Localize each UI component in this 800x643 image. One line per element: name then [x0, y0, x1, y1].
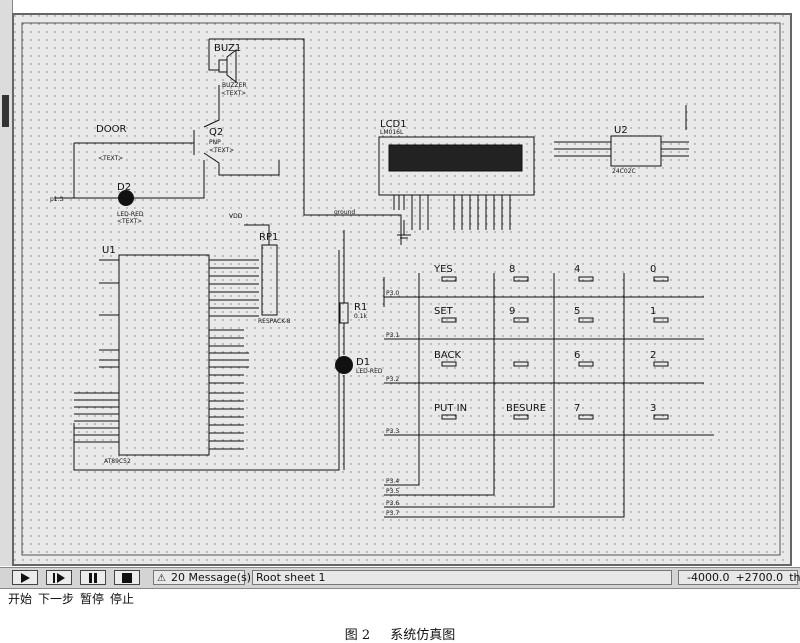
- control-captions: 开始下一步暂停停止: [8, 590, 140, 607]
- svg-text:P3.3: P3.3: [386, 428, 399, 435]
- figure-caption: 图 2 系统仿真图: [0, 624, 800, 643]
- svg-text:<TEXT>: <TEXT>: [98, 155, 123, 162]
- svg-text:P3.7: P3.7: [386, 510, 399, 517]
- u1-body: [118, 254, 210, 456]
- lcd-body: [378, 136, 535, 196]
- label-u2: U2: [614, 125, 628, 136]
- sheet-name: Root sheet 1: [252, 570, 672, 585]
- svg-text:<TEXT>: <TEXT>: [221, 90, 246, 97]
- key-label-yes: YES: [433, 264, 453, 275]
- step-icon: [53, 573, 65, 583]
- key-label-put-in: PUT IN: [434, 403, 467, 414]
- svg-text:5: 5: [574, 306, 580, 317]
- stop-button[interactable]: [114, 570, 140, 585]
- label-lcd1: LCD1: [380, 119, 407, 130]
- svg-text:P3.1: P3.1: [386, 332, 399, 339]
- caption-next: 下一步: [38, 592, 75, 606]
- label-door: DOOR: [96, 124, 126, 135]
- svg-text:PNP: PNP: [209, 139, 221, 146]
- svg-text:3: 3: [650, 403, 656, 414]
- simulation-toolbar: ⚠20 Message(s) Root sheet 1 -4000.0+2700…: [0, 567, 800, 589]
- svg-text:LED-RED: LED-RED: [117, 211, 144, 218]
- led-d1: [335, 356, 353, 374]
- pause-icon: [89, 573, 97, 583]
- play-button[interactable]: [12, 570, 38, 585]
- svg-text:6: 6: [574, 350, 580, 361]
- label-u1: U1: [102, 245, 116, 256]
- led-d2: [118, 190, 134, 206]
- svg-text:P3.6: P3.6: [386, 500, 399, 507]
- figure-number: 图 2: [344, 628, 371, 643]
- svg-text:ground: ground: [334, 209, 355, 216]
- label-buz1: BUZ1: [214, 43, 241, 54]
- svg-text:P3.5: P3.5: [386, 488, 399, 495]
- label-r1: R1: [354, 302, 367, 313]
- pause-button[interactable]: [80, 570, 106, 585]
- svg-text:P3.4: P3.4: [386, 478, 399, 485]
- svg-text:8: 8: [509, 264, 515, 275]
- svg-text:<TEXT>: <TEXT>: [209, 147, 234, 154]
- caption-pause: 暂停: [80, 592, 105, 606]
- schematic-drawing: DOOR <TEXT> BUZ1 BUZZER <TEXT> Q2 PNP <T…: [14, 15, 790, 564]
- buzzer-cone: [226, 48, 237, 84]
- svg-text:7: 7: [574, 403, 580, 414]
- keypad-switches: [441, 276, 669, 420]
- schematic-labels: DOOR <TEXT> BUZ1 BUZZER <TEXT> Q2 PNP <T…: [50, 43, 656, 517]
- caption-start: 开始: [8, 592, 33, 606]
- svg-text:1: 1: [650, 306, 656, 317]
- caption-stop: 停止: [110, 592, 135, 606]
- svg-text:4: 4: [574, 264, 580, 275]
- svg-text:RESPACK-8: RESPACK-8: [258, 318, 291, 325]
- sheet-border: [21, 22, 781, 556]
- svg-text:0: 0: [650, 264, 656, 275]
- svg-text:24C02C: 24C02C: [612, 168, 636, 175]
- svg-text:VDD: VDD: [229, 213, 243, 220]
- svg-text:<TEXT>: <TEXT>: [117, 218, 142, 225]
- play-icon: [21, 573, 30, 583]
- key-label-set: SET: [434, 306, 454, 317]
- label-q2: Q2: [209, 127, 223, 138]
- warning-icon: ⚠: [157, 573, 166, 584]
- label-rp1: RP1: [259, 232, 278, 243]
- messages-indicator[interactable]: ⚠20 Message(s): [153, 570, 251, 585]
- svg-text:p1.3: p1.3: [50, 196, 64, 203]
- u2-body: [610, 135, 662, 167]
- label-d1: D1: [356, 357, 370, 368]
- grid-dots: [14, 15, 790, 564]
- svg-text:P3.2: P3.2: [386, 376, 399, 383]
- scrollbar-thumb[interactable]: [2, 95, 9, 127]
- svg-text:9: 9: [509, 306, 515, 317]
- svg-text:0.1k: 0.1k: [354, 313, 368, 320]
- svg-text:2: 2: [650, 350, 656, 361]
- figure-title: 系统仿真图: [390, 628, 456, 643]
- svg-text:AT89C52: AT89C52: [104, 458, 131, 465]
- svg-text:P3.0: P3.0: [386, 290, 399, 297]
- key-label-besure: BESURE: [506, 403, 546, 414]
- lcd-screen: [388, 144, 523, 172]
- step-button[interactable]: [46, 570, 72, 585]
- key-label-back: BACK: [434, 350, 462, 361]
- label-d2: D2: [117, 182, 131, 193]
- stop-icon: [122, 573, 132, 583]
- svg-text:BUZZER: BUZZER: [222, 82, 247, 89]
- svg-text:LED-RED: LED-RED: [356, 368, 383, 375]
- svg-text:LM016L: LM016L: [380, 129, 404, 136]
